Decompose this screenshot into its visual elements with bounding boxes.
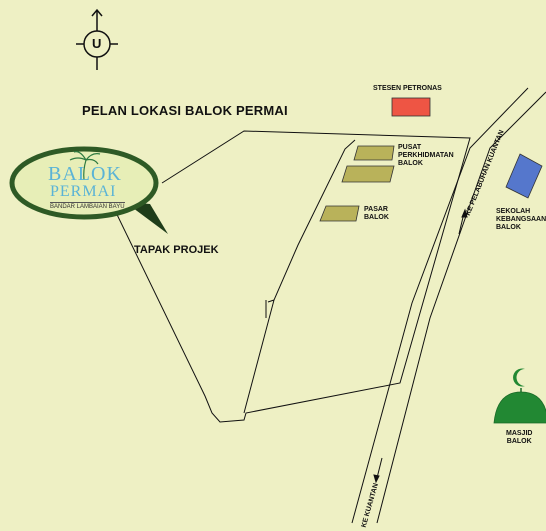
market-label-line-1: PASAR bbox=[364, 206, 388, 213]
north-arrow-icon bbox=[76, 8, 118, 70]
market-label-line-2: BALOK bbox=[364, 214, 389, 221]
map-title: PELAN LOKASI BALOK PERMAI bbox=[82, 103, 288, 118]
site-road-lines bbox=[243, 139, 356, 414]
school-label-line-3: BALOK bbox=[496, 224, 521, 231]
school-label: SEKOLAH KEBANGSAAN BALOK bbox=[496, 208, 546, 232]
mosque-label: MASJID BALOK bbox=[506, 430, 532, 446]
service-centre-block-2 bbox=[341, 165, 395, 183]
petronas-station-block bbox=[391, 97, 431, 117]
market-label: PASAR BALOK bbox=[364, 206, 389, 222]
palm-tree-icon bbox=[69, 151, 101, 181]
logo-line-1: BALOK bbox=[48, 163, 122, 185]
project-site-boundary bbox=[107, 130, 471, 423]
service-centre-label-line-3: BALOK bbox=[398, 160, 423, 167]
logo-callout-pointer bbox=[125, 202, 168, 234]
logo-tagline: BANDAR LAMBAIAN BAYU bbox=[50, 202, 125, 210]
site-label: TAPAK PROJEK bbox=[134, 244, 219, 256]
mosque-label-line-1: MASJID bbox=[506, 430, 533, 437]
school-label-line-1: SEKOLAH bbox=[496, 208, 531, 215]
mosque-label-line-2: BALOK bbox=[506, 438, 532, 445]
market-block bbox=[319, 205, 360, 222]
service-centre-label: PUSAT PERKHIDMATAN BALOK bbox=[398, 144, 454, 168]
school-label-line-2: KEBANGSAAN bbox=[496, 216, 546, 223]
compass-letter: U bbox=[92, 36, 102, 51]
direction-arrows bbox=[373, 208, 468, 484]
logo-line-2: PERMAI bbox=[50, 183, 117, 200]
service-centre-label-line-2: PERKHIDMATAN bbox=[398, 152, 454, 159]
school-block bbox=[505, 153, 543, 199]
service-centre-block-1 bbox=[353, 145, 395, 161]
petronas-label: STESEN PETRONAS bbox=[373, 85, 442, 92]
main-road bbox=[351, 87, 546, 524]
logo-badge bbox=[9, 146, 159, 220]
service-centre-label-line-1: PUSAT bbox=[398, 144, 422, 151]
mosque-icon bbox=[493, 368, 546, 424]
